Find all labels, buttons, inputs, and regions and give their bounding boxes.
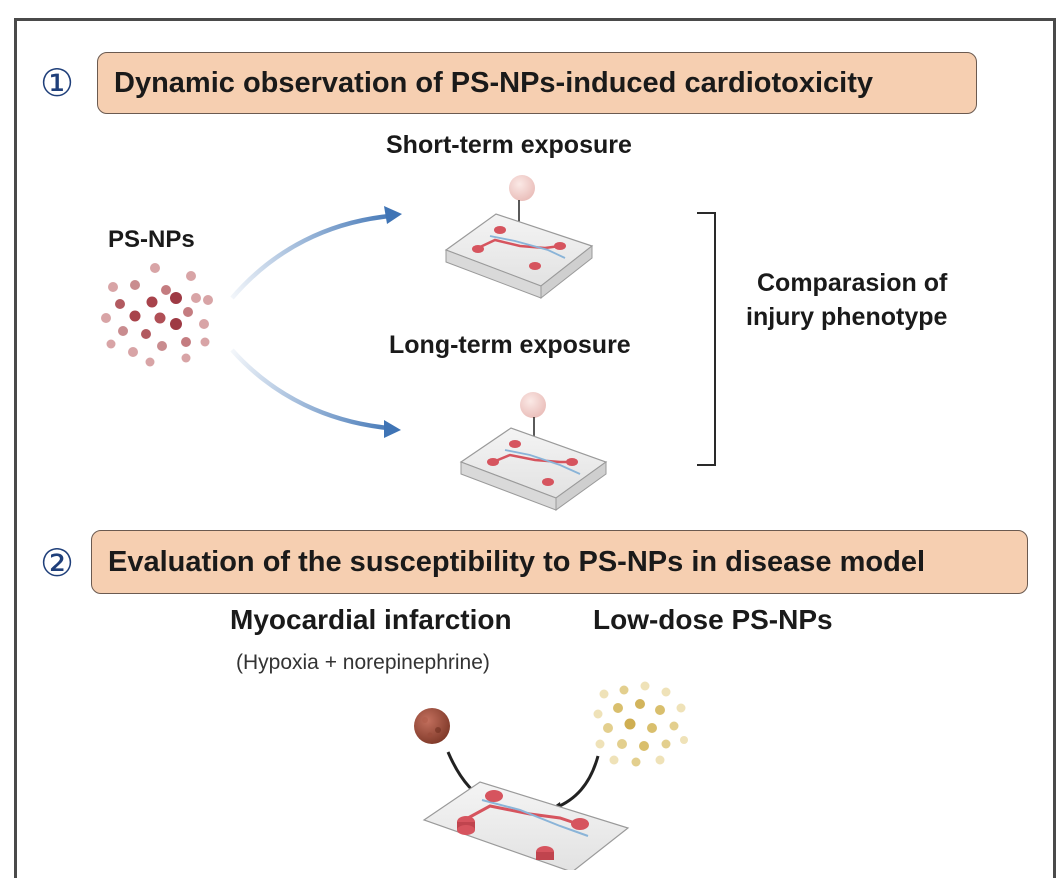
ps-nps-label: PS-NPs [108,226,195,253]
section-2-banner: Evaluation of the susceptibility to PS-N… [91,530,1028,594]
comparison-label-line1: Comparasion of [757,269,948,297]
particle-cluster-icon [101,263,213,367]
spheroid-icon [414,708,450,744]
microfluidic-chip-icon [444,175,594,300]
microfluidic-chip-icon [459,392,608,511]
myocardial-infarction-sublabel: (Hypoxia + norepinephrine) [236,651,490,674]
section-1-banner: Dynamic observation of PS-NPs-induced ca… [97,52,977,114]
comparison-label-line2: injury phenotype [746,303,948,331]
curved-arrow-icon [230,206,402,300]
low-dose-label: Low-dose PS-NPs [593,604,833,635]
section-number-1: ① [40,61,75,105]
curved-arrow-icon [230,348,401,438]
section-number-2: ② [40,541,75,585]
myocardial-infarction-label: Myocardial infarction [230,604,512,635]
bracket-icon [697,212,716,466]
spheroid-icon [509,175,535,201]
microfluidic-chip-icon [422,781,630,870]
short-term-label: Short-term exposure [386,131,632,159]
figure-frame [14,18,1056,878]
long-term-label: Long-term exposure [389,331,631,359]
particle-cluster-icon [593,681,688,767]
spheroid-icon [520,392,546,418]
